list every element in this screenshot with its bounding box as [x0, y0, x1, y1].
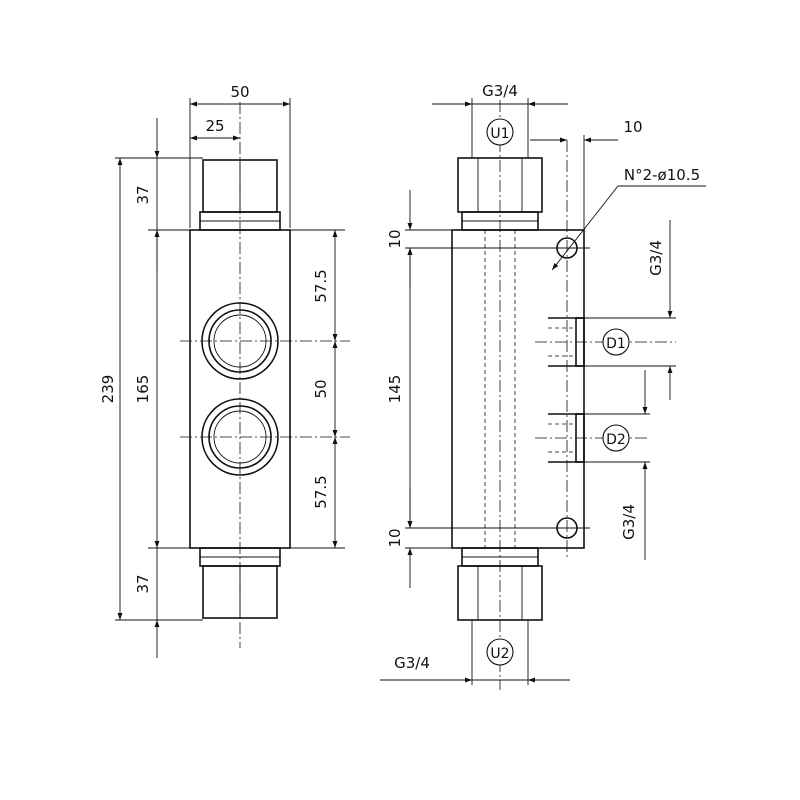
- dim-hole-spacing: 145: [386, 375, 404, 404]
- side-view: 10 145 10 G3/4 U1 10 N°2-ø10.5 G3/4: [380, 82, 706, 690]
- dim-bottom-margin: 10: [386, 528, 404, 547]
- port-d1-label: D1: [606, 336, 626, 352]
- dim-right-offset: 10: [623, 118, 642, 136]
- dim-top-port-thread: G3/4: [482, 82, 518, 100]
- holes-note: N°2-ø10.5: [624, 166, 700, 184]
- dim-width-half: 25: [205, 117, 224, 135]
- dim-width-total: 50: [230, 83, 249, 101]
- dim-top-fitting: 37: [134, 185, 152, 204]
- dim-port-spacing: 50: [312, 379, 330, 398]
- port-u2-label: U2: [490, 646, 509, 662]
- dim-bottom-fitting: 37: [134, 574, 152, 593]
- dim-height-total: 239: [99, 375, 117, 404]
- dim-top-margin: 10: [386, 229, 404, 248]
- dim-upper-side-thread: G3/4: [647, 240, 665, 276]
- dim-upper-port: 57.5: [312, 269, 330, 302]
- port-u1-label: U1: [490, 126, 509, 142]
- dim-lower-port: 57.5: [312, 475, 330, 508]
- dim-bottom-port-thread: G3/4: [394, 654, 430, 672]
- port-d2-label: D2: [606, 432, 626, 448]
- front-view: 50 25 239 37 165 37 57.5 50 57.5: [99, 83, 350, 658]
- dim-lower-side-thread: G3/4: [620, 504, 638, 540]
- dim-body-height: 165: [134, 375, 152, 404]
- side-body: [451, 229, 585, 549]
